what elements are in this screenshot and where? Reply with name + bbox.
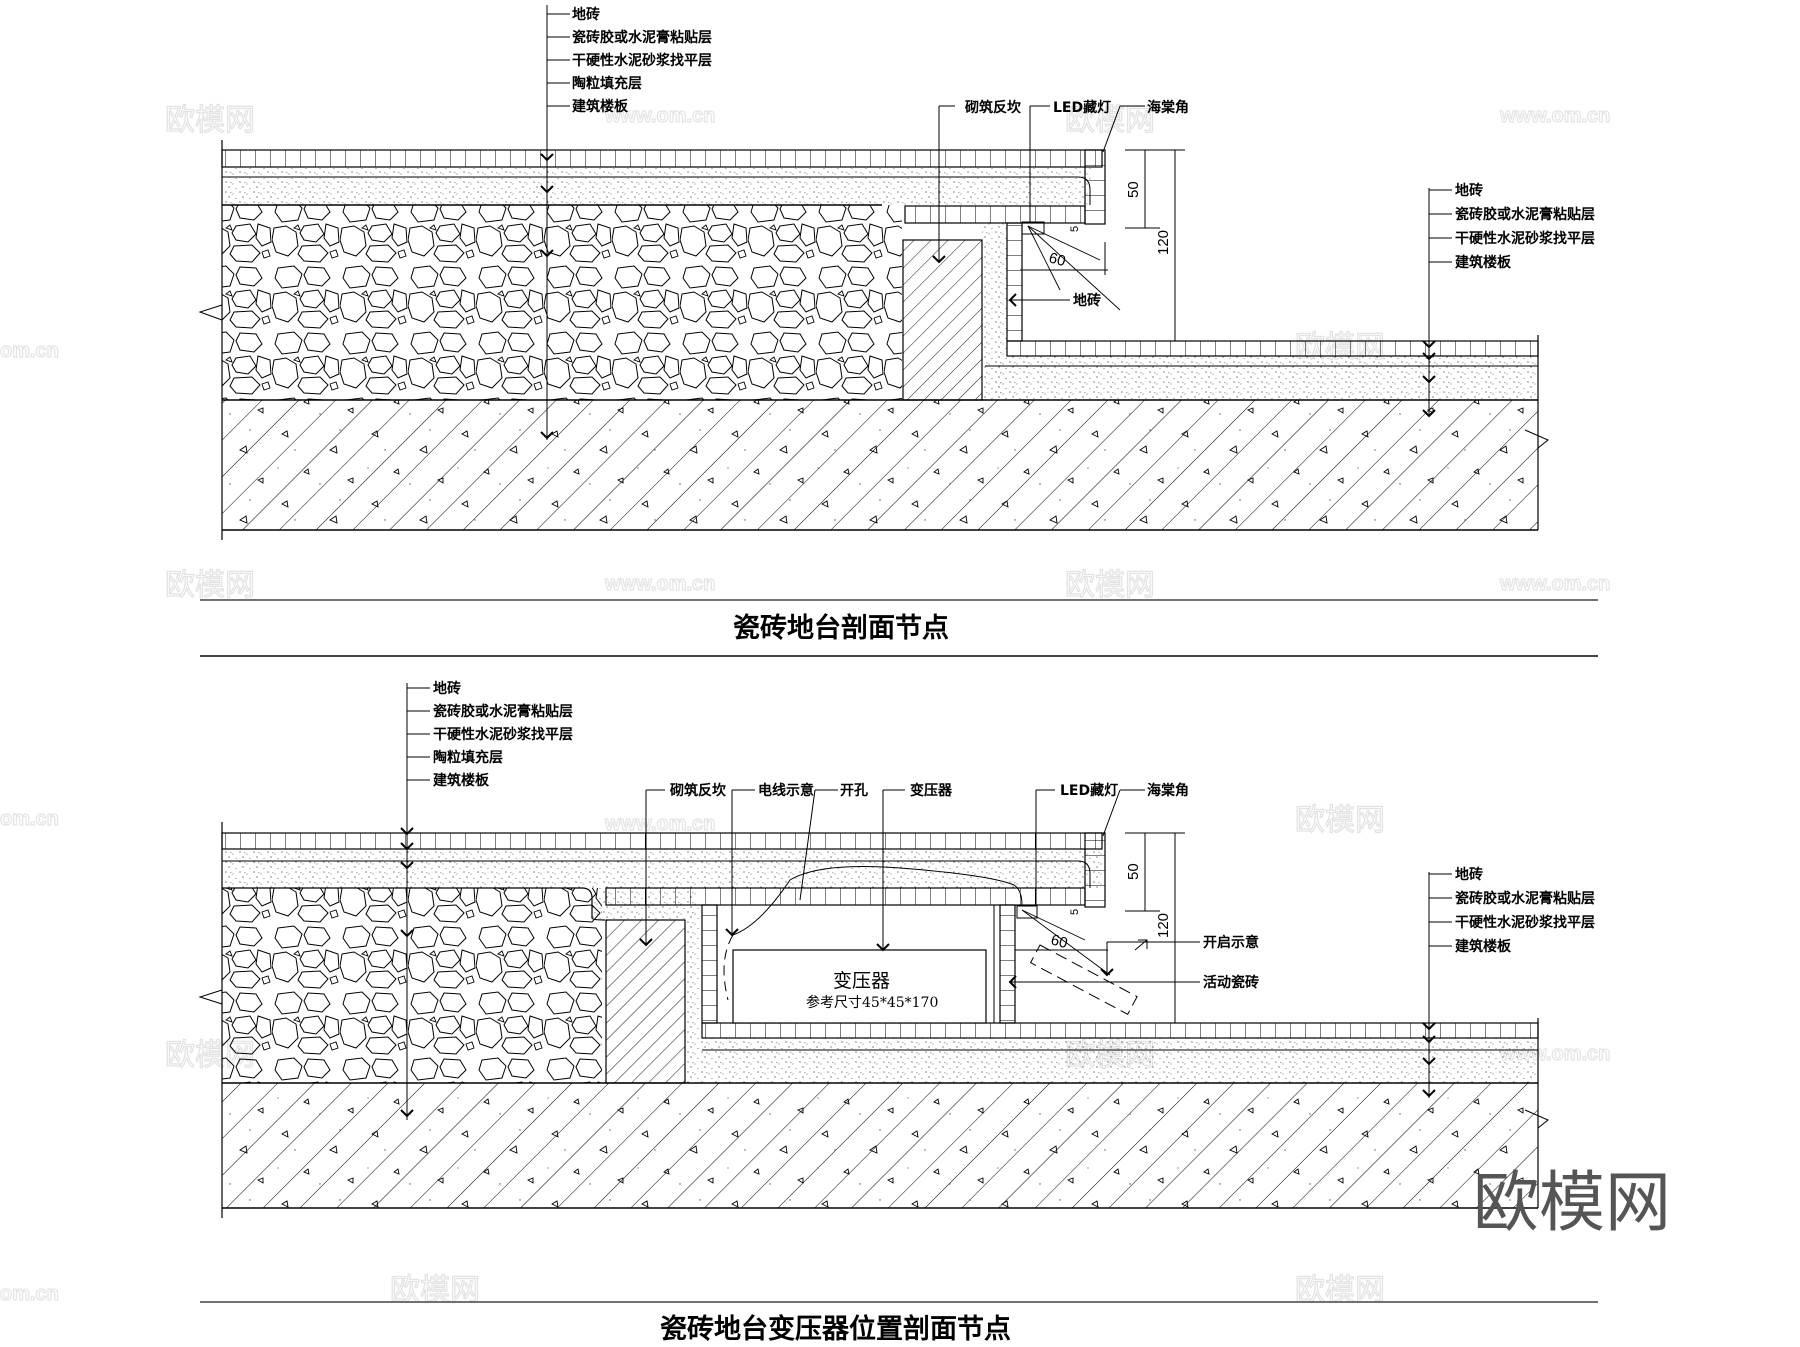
dimension-60: 60 — [1049, 931, 1070, 952]
transformer-box — [732, 949, 987, 1024]
svg-text:om.cn: om.cn — [0, 808, 59, 830]
layer-label: 陶粒填充层 — [433, 749, 503, 766]
layer-label: 地砖 — [1455, 866, 1483, 883]
layer-label: 干硬性水泥砂浆找平层 — [433, 726, 573, 743]
layer-label: 瓷砖胶或水泥膏粘贴层 — [572, 29, 712, 46]
layer-label: 建筑楼板 — [433, 772, 490, 789]
svg-text:欧模网: 欧模网 — [1295, 803, 1385, 838]
layer-label: 地砖 — [1455, 182, 1483, 199]
layer-label: 瓷砖胶或水泥膏粘贴层 — [1455, 890, 1595, 907]
layer-label: 干硬性水泥砂浆找平层 — [1455, 914, 1595, 931]
layer-label: 地砖 — [572, 6, 600, 23]
svg-text:欧模网: 欧模网 — [165, 568, 255, 603]
svg-text:欧模网: 欧模网 — [1065, 568, 1155, 603]
callout-bottom-right: 地砖 瓷砖胶或水泥膏粘贴层 干硬性水泥砂浆找平层 建筑楼板 — [1422, 866, 1595, 1098]
svg-text:www.om.cn: www.om.cn — [1499, 573, 1610, 595]
label-transformer: 变压器 — [910, 782, 953, 799]
label-corner: 海棠角 — [1147, 782, 1189, 799]
drawing-title-bottom: 瓷砖地台变压器位置剖面节点 — [660, 1313, 1011, 1345]
section-bottom: 变压器 参考尺寸45*45*170 — [198, 822, 1549, 1218]
title-block-top: 瓷砖地台剖面节点 — [200, 599, 1598, 657]
dimension-120: 120 — [1155, 913, 1172, 938]
drawing-title-top: 瓷砖地台剖面节点 — [733, 612, 949, 644]
svg-text:www.om.cn: www.om.cn — [604, 105, 715, 127]
callout-top-left: 地砖 瓷砖胶或水泥膏粘贴层 干硬性水泥砂浆找平层 陶粒填充层 建筑楼板 — [540, 5, 712, 440]
dimension-60: 60 — [1047, 249, 1068, 270]
dimension-5: 5 — [1069, 226, 1081, 232]
transformer-box-size: 参考尺寸45*45*170 — [806, 994, 938, 1011]
transformer-box-name: 变压器 — [833, 970, 890, 992]
label-masonry-curb: 砌筑反坎 — [669, 782, 727, 799]
label-opening: 开孔 — [840, 783, 868, 799]
label-masonry-curb: 砌筑反坎 — [964, 99, 1022, 116]
label-wire: 电线示意 — [758, 782, 814, 799]
label-movable-tile: 活动瓷砖 — [1203, 974, 1259, 991]
svg-text:欧模网: 欧模网 — [165, 103, 255, 138]
svg-text:www.om.cn: www.om.cn — [604, 813, 715, 835]
callout-bottom-center: 砌筑反坎 电线示意 开孔 变压器 LED藏灯 海棠角 开启示意 活动瓷砖 50 … — [639, 782, 1259, 1023]
section-top — [198, 140, 1549, 540]
dimension-50: 50 — [1125, 181, 1142, 198]
svg-text:om.cn: om.cn — [0, 340, 59, 362]
title-block-bottom: 瓷砖地台变压器位置剖面节点 — [200, 1301, 1598, 1345]
layer-label: 瓷砖胶或水泥膏粘贴层 — [1455, 206, 1595, 223]
layer-label: 瓷砖胶或水泥膏粘贴层 — [433, 703, 573, 720]
layer-label: 干硬性水泥砂浆找平层 — [572, 52, 712, 69]
callout-top-right: 地砖 瓷砖胶或水泥膏粘贴层 干硬性水泥砂浆找平层 建筑楼板 — [1422, 182, 1595, 418]
label-open-indicator: 开启示意 — [1203, 934, 1259, 951]
label-corner: 海棠角 — [1147, 99, 1189, 116]
callout-top-center: 砌筑反坎 LED藏灯 海棠角 地砖 50 120 60 5 — [932, 99, 1189, 341]
dimension-50: 50 — [1125, 863, 1142, 880]
brand-logo: 欧模网 — [1473, 1164, 1671, 1241]
callout-bottom-left: 地砖 瓷砖胶或水泥膏粘贴层 干硬性水泥砂浆找平层 陶粒填充层 建筑楼板 — [400, 680, 573, 1120]
svg-text:www.om.cn: www.om.cn — [604, 573, 715, 595]
dimension-5: 5 — [1069, 909, 1081, 915]
dimension-120: 120 — [1155, 230, 1172, 255]
layer-label: 建筑楼板 — [1455, 938, 1512, 955]
layer-label: 建筑楼板 — [572, 98, 629, 115]
layer-label: 建筑楼板 — [1455, 254, 1512, 271]
layer-label: 地砖 — [433, 680, 461, 697]
label-led-light: LED藏灯 — [1053, 99, 1111, 116]
label-side-tile: 地砖 — [1073, 292, 1101, 309]
layer-label: 干硬性水泥砂浆找平层 — [1455, 230, 1595, 247]
layer-label: 陶粒填充层 — [572, 75, 642, 92]
label-led-light: LED藏灯 — [1060, 782, 1118, 799]
svg-text:om.cn: om.cn — [0, 1283, 59, 1305]
svg-text:www.om.cn: www.om.cn — [1499, 105, 1610, 127]
